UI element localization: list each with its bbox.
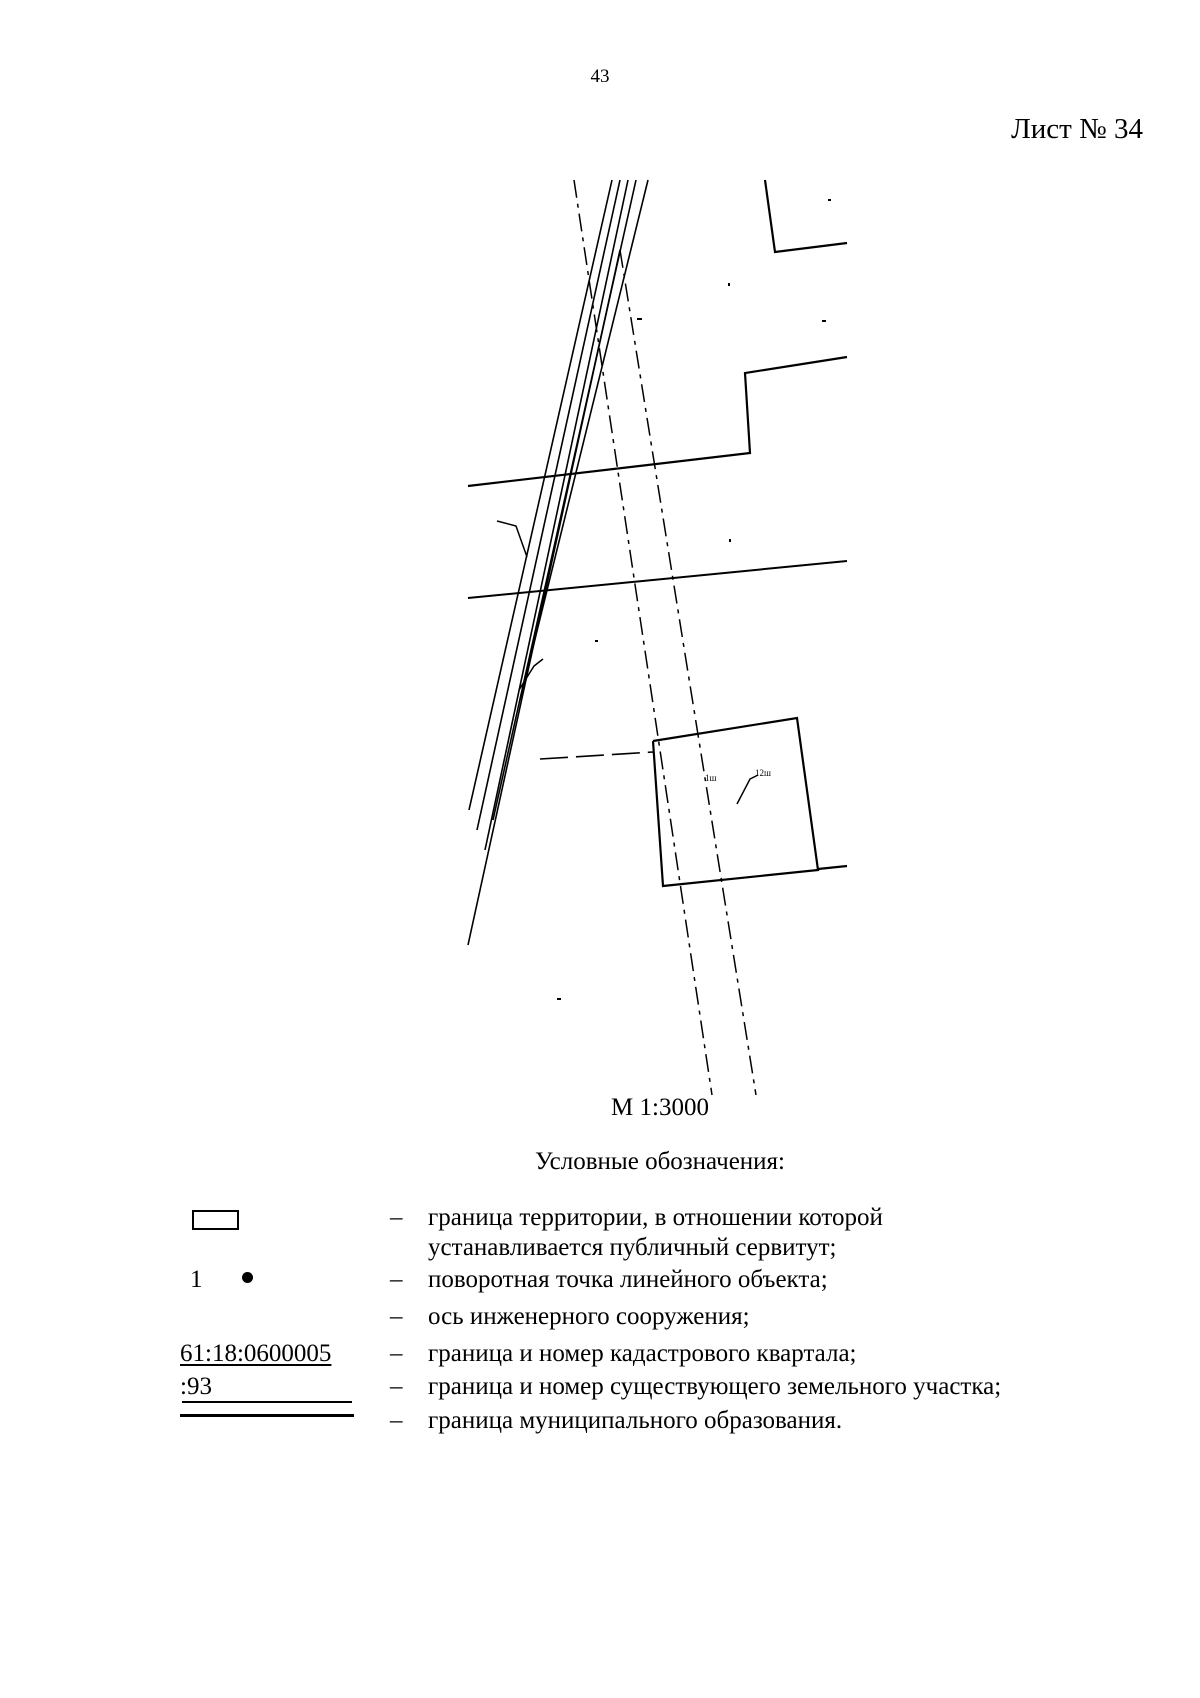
sheet-label: Лист № 34 <box>1011 113 1143 145</box>
legend-dash: – <box>390 1407 403 1434</box>
legend-text-line: поворотная точка линейного объекта; <box>428 1266 1133 1294</box>
turning-point-symbol <box>242 1272 253 1283</box>
axis-line <box>619 249 757 1096</box>
legend-dash: – <box>390 1303 403 1330</box>
legend-dash: – <box>390 1204 403 1231</box>
linear-object-line <box>468 179 613 811</box>
legend-text: граница муниципального образования. <box>428 1407 843 1434</box>
legend-text-line: граница муниципального образования. <box>428 1407 1133 1435</box>
parcel-boundary-step <box>467 355 848 488</box>
map-mark <box>828 199 831 201</box>
linear-object-lines <box>467 179 649 946</box>
municipal-boundary <box>539 751 654 760</box>
legend-dash: – <box>390 1340 403 1367</box>
linear-object-line <box>467 249 621 946</box>
map-marks <box>557 199 831 1000</box>
map-annotations <box>496 520 759 805</box>
servitude-boundary <box>651 716 820 888</box>
legend-text: поворотная точка линейного объекта; <box>428 1266 828 1293</box>
leader-line <box>518 658 544 691</box>
cadastral-quarter-number: 61:18:0600005 <box>180 1340 332 1367</box>
cadastral-boundary <box>467 560 848 599</box>
legend-text-line: граница и номер существующего земельного… <box>428 1373 1133 1401</box>
legend-text-line: граница территории, в отношении которой <box>428 1204 1133 1232</box>
legend-text: устанавливается публичный сервитут; <box>428 1234 837 1261</box>
turning-point-number: 1 <box>190 1266 203 1293</box>
legend-dash: – <box>390 1266 403 1293</box>
servitude-boundary-symbol <box>192 1210 239 1230</box>
map-label-point-b: 12ш <box>755 768 771 778</box>
map-mark <box>595 640 598 642</box>
legend-text: граница территории, в отношении которой <box>428 1204 883 1231</box>
map-mark <box>557 998 561 1000</box>
municipal-boundary-symbol <box>180 1414 354 1417</box>
map-mark <box>822 320 826 322</box>
axis-line <box>573 179 713 1096</box>
map-mark <box>728 283 730 286</box>
legend-text-line: устанавливается публичный сервитут; <box>428 1234 1133 1262</box>
legend-text: граница и номер кадастрового квартала; <box>428 1340 857 1367</box>
map-label-point-a: 1ш <box>705 773 717 783</box>
leader-line <box>496 520 528 558</box>
parcel-number: :93 <box>180 1373 212 1400</box>
legend-title: Условные обозначения: <box>534 1148 786 1175</box>
map-mark <box>637 318 642 320</box>
legend-text: ось инженерного сооружения; <box>428 1303 750 1330</box>
linear-object-line <box>476 179 621 831</box>
parcel-boundaries <box>467 179 848 888</box>
parcel-boundary-symbol <box>182 1401 352 1403</box>
parcel-boundary-right <box>817 864 848 871</box>
map-scale: М 1:3000 <box>611 1094 709 1121</box>
legend-text-line: ось инженерного сооружения; <box>428 1303 1133 1331</box>
legend-text-line: граница и номер кадастрового квартала; <box>428 1340 1133 1368</box>
leader-line <box>736 774 759 805</box>
linear-object-line <box>484 179 629 851</box>
axis-lines <box>573 179 757 1096</box>
page-number: 43 <box>590 66 610 87</box>
parcel-boundary-top <box>763 179 848 254</box>
map-mark <box>729 539 731 542</box>
legend-text: граница и номер существующего земельного… <box>428 1373 1002 1400</box>
legend-dash: – <box>390 1373 403 1400</box>
cadastral-map: 1ш 12ш <box>467 179 848 1096</box>
